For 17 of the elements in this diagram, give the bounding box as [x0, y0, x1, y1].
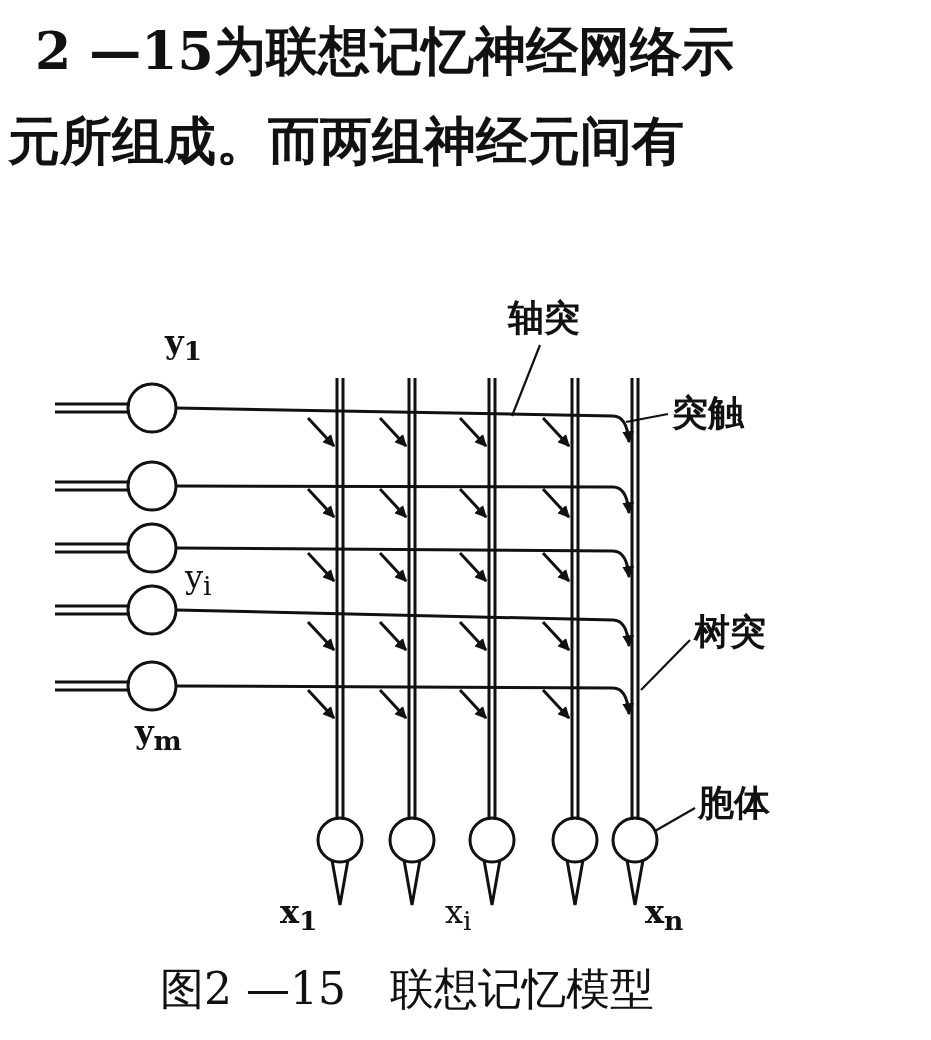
leader-line	[625, 412, 669, 424]
neuron-label: y$_{i}$	[185, 560, 212, 601]
leader-line	[640, 639, 691, 691]
body-text: 2 —15为联想记忆神经网络示	[35, 22, 734, 80]
body-text: 元所组成。而两组神经元间有	[8, 112, 684, 170]
figure-caption: 图2 —15 联想记忆模型	[160, 965, 654, 1014]
part-label: 树突	[694, 612, 766, 652]
part-label: 突触	[672, 393, 744, 433]
part-label: 胞体	[698, 783, 770, 823]
leader-line	[510, 344, 542, 417]
neuron-label: y$_{m}$	[135, 715, 182, 756]
part-label: 轴突	[508, 298, 580, 338]
neuron-label: x$_{1}$	[280, 895, 318, 936]
neuron-label: y$_{1}$	[165, 325, 203, 366]
neuron-label: x$_{i}$	[445, 895, 472, 936]
neuron-label: x$_{n}$	[645, 895, 684, 936]
leader-line	[654, 807, 696, 832]
